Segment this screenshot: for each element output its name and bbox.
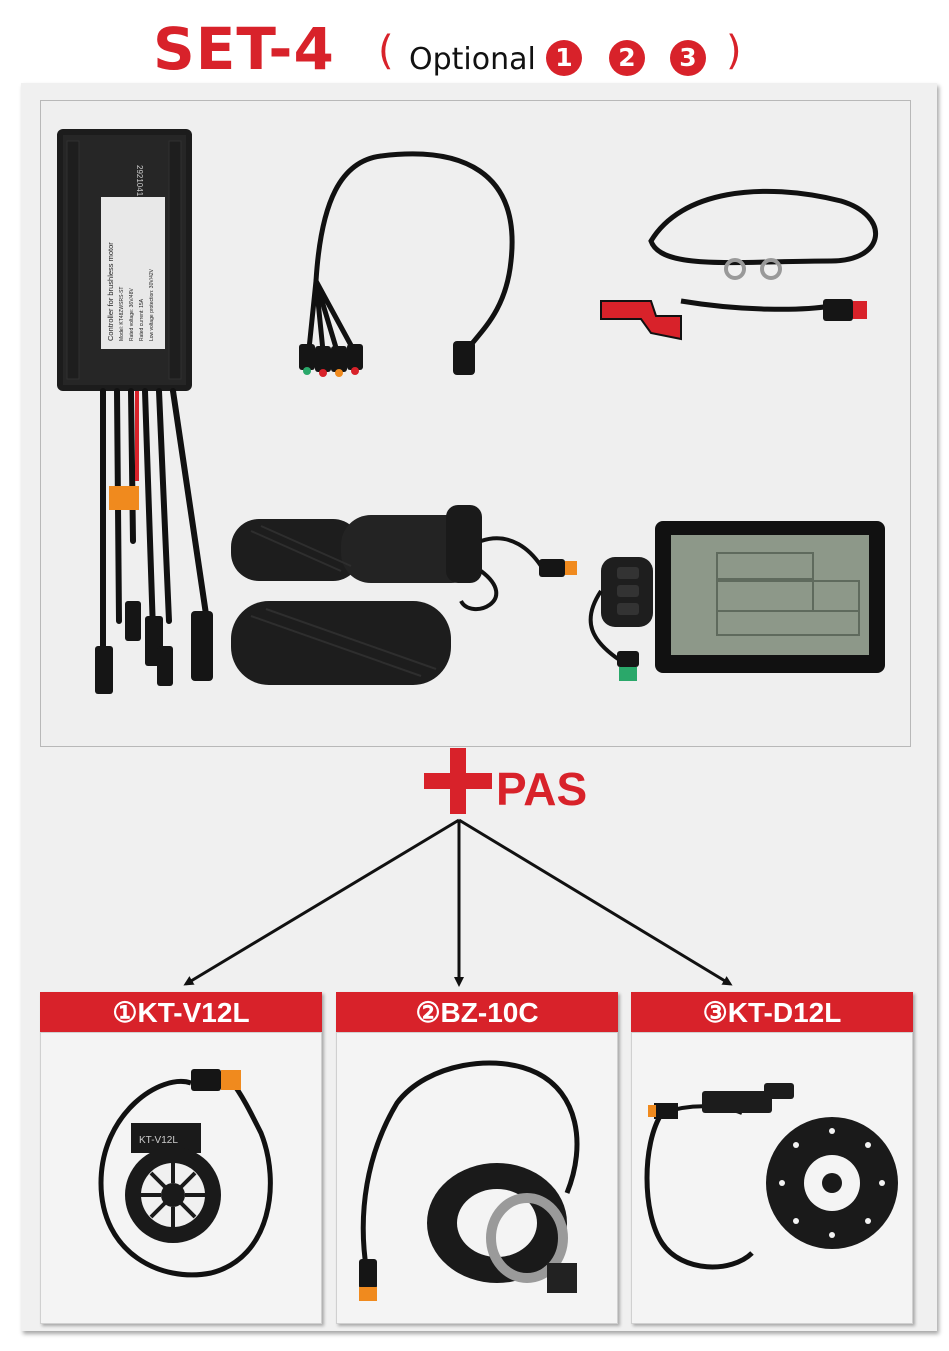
brake-sensor-image: [600, 188, 879, 341]
kit-illustration: 2921041 Controller for brushless motor M…: [57, 129, 885, 694]
option-card-2-image: [336, 1032, 618, 1324]
option-badge-3: 3: [670, 40, 706, 76]
pas-label: PAS: [496, 763, 588, 815]
option-card-1: ①KT-V12L KT-V12L: [40, 992, 322, 1324]
plus-icon-horizontal: [424, 773, 492, 789]
option-card-3-image: [631, 1032, 913, 1324]
kt-v12l-mark: KT-V12L: [139, 1135, 178, 1146]
option-badge-2: 2: [609, 40, 645, 76]
option-card-3: ③KT-D12L: [631, 992, 913, 1324]
set-title: SET-4: [153, 15, 335, 83]
controller-label-line-3: Rated voltage: 36V/48V: [129, 288, 135, 341]
split-cable-connectors: [299, 341, 475, 377]
option-card-1-header: ①KT-V12L: [40, 992, 322, 1032]
option-badge-1: 1: [546, 40, 582, 76]
controller-label-line-1: Controller for brushless motor: [106, 242, 115, 341]
kit-photo: 2921041 Controller for brushless motor M…: [40, 100, 911, 747]
throttle-grips-image: [231, 505, 577, 685]
controller-code: 2921041: [135, 165, 144, 197]
paren-close: ): [726, 28, 742, 74]
option-card-2-header: ②BZ-10C: [336, 992, 618, 1032]
controller-label-line-5: Low voltage protection: 30V/42V: [149, 268, 155, 341]
arrow-to-option-1: [183, 818, 460, 986]
arrow-to-option-3: [458, 818, 733, 986]
option-card-3-header: ③KT-D12L: [631, 992, 913, 1032]
option-card-1-image: KT-V12L: [40, 1032, 322, 1324]
controller-image: 2921041 Controller for brushless motor M…: [57, 129, 213, 694]
lcd-display-image: [588, 521, 885, 681]
optional-label: Optional: [409, 42, 536, 77]
controller-label-line-4: Rated current: 15A: [139, 298, 145, 341]
pas-sensor-kt-v12l-image: KT-V12L: [98, 1069, 273, 1278]
split-cable-image: [306, 151, 515, 354]
pas-sensor-kt-d12l-image: [644, 1083, 898, 1270]
pas-sensor-bz-10c-image: [359, 1060, 580, 1301]
option-card-2: ②BZ-10C: [336, 992, 618, 1324]
paren-open: (: [378, 28, 394, 74]
controller-label-line-2: Model: KT48ZWSRS-ST: [119, 287, 125, 341]
title-row: SET-4 ( Optional 1 2 3 ): [0, 0, 949, 84]
